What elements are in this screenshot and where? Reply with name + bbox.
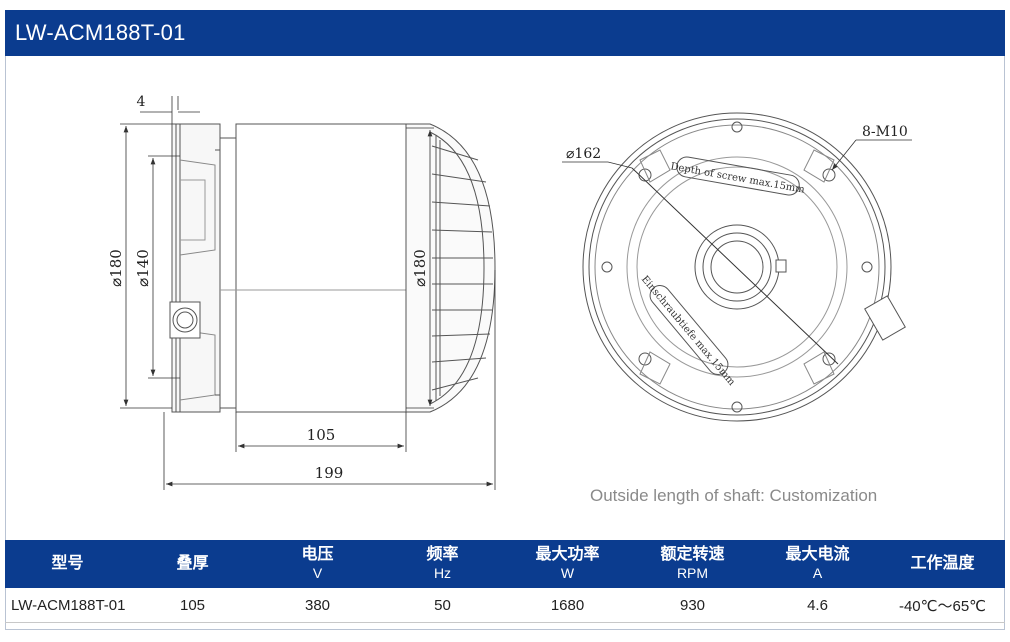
cell-temperature: -40℃～65℃ (880, 588, 1005, 623)
flange-end (171, 123, 221, 413)
cell-frequency: 50 (380, 588, 505, 623)
cell-voltage: 380 (255, 588, 380, 623)
dim-body: 105 (307, 426, 336, 444)
dim-screws: 8-M10 (862, 124, 908, 140)
header-model: 型号 (5, 540, 130, 588)
shaft-note: Outside length of shaft: Customization (590, 486, 878, 505)
dim-diameter: ⌀162 (566, 146, 601, 162)
side-view (169, 123, 496, 413)
cell-stack: 105 (130, 588, 255, 623)
title-bar: LW-ACM188T-01 (5, 10, 1005, 56)
technical-drawing: 4 ⌀180 ⌀140 ⌀180 105 199 (107, 94, 912, 490)
motor-body (235, 123, 407, 413)
cell-model: LW-ACM188T-01 (5, 588, 130, 623)
cell-speed: 930 (630, 588, 755, 623)
dim-outer-right: ⌀180 (411, 249, 429, 287)
side-view-dimensions (120, 96, 496, 490)
cell-current: 4.6 (755, 588, 880, 623)
front-view-dimensions (562, 139, 912, 171)
front-view (582, 112, 906, 422)
table-row: LW-ACM188T-01 105 380 50 1680 930 4.6 -4… (5, 588, 1005, 623)
page-title: LW-ACM188T-01 (15, 20, 186, 45)
cable-gland (169, 301, 201, 339)
dim-inner-left: ⌀140 (134, 249, 152, 287)
arc-label-bottom: Einschraubtiefe max.15mm (639, 274, 737, 388)
header-stack: 叠厚 (130, 540, 255, 588)
header-temperature: 工作温度 (880, 540, 1005, 588)
cell-power: 1680 (505, 588, 630, 623)
dim-outer-left: ⌀180 (107, 249, 125, 287)
dim-flange: 4 (137, 94, 146, 110)
dim-total: 199 (315, 464, 344, 482)
